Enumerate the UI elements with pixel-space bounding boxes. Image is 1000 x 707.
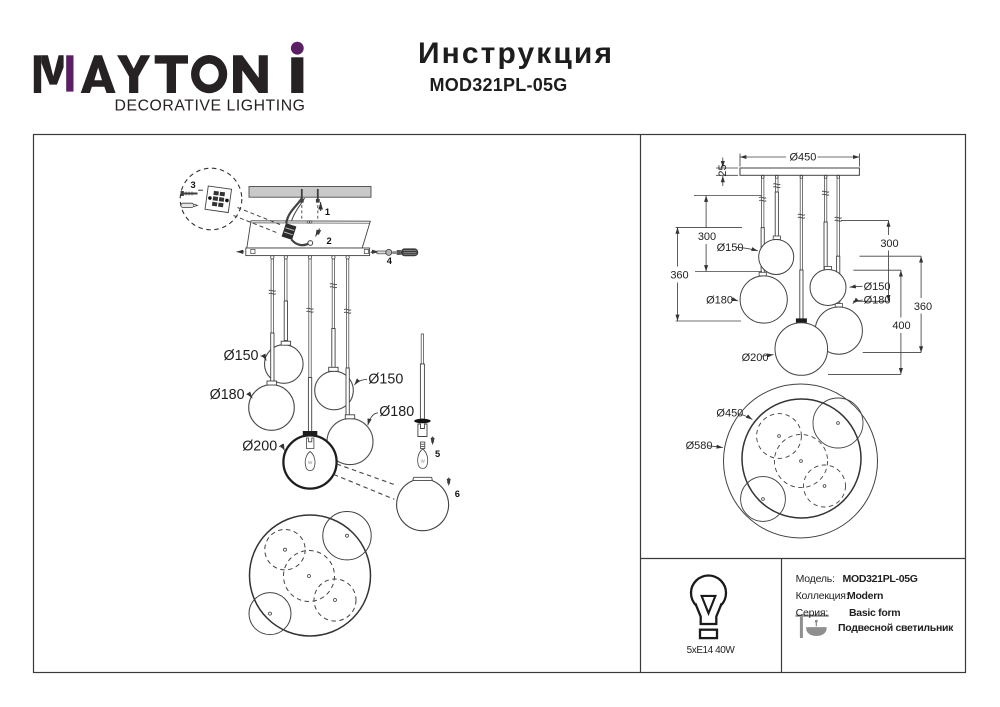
svg-text:400: 400 xyxy=(892,320,910,332)
svg-text:Подвесной светильник: Подвесной светильник xyxy=(838,622,954,634)
svg-text:5xE14 40W: 5xE14 40W xyxy=(687,645,736,656)
svg-text:2: 2 xyxy=(327,236,332,246)
svg-text:Ø200: Ø200 xyxy=(242,439,277,455)
svg-text:4: 4 xyxy=(387,256,393,266)
svg-text:Ø180: Ø180 xyxy=(379,404,414,420)
svg-text:Ø180: Ø180 xyxy=(864,295,891,307)
svg-text:W: W xyxy=(308,460,313,465)
svg-text:Коллекция:: Коллекция: xyxy=(796,590,849,602)
svg-text:Ø180: Ø180 xyxy=(210,387,245,403)
svg-text:DECORATIVE LIGHTING: DECORATIVE LIGHTING xyxy=(115,98,306,115)
svg-text:Modern: Modern xyxy=(847,590,883,602)
svg-text:25: 25 xyxy=(717,164,729,176)
svg-text:Серия:: Серия: xyxy=(796,607,829,619)
svg-text:Модель:: Модель: xyxy=(796,573,835,585)
svg-text:Ø150: Ø150 xyxy=(224,348,259,364)
svg-text:Ø450: Ø450 xyxy=(716,408,743,420)
svg-text:W: W xyxy=(421,459,426,464)
svg-text:Ø150: Ø150 xyxy=(368,372,403,388)
svg-text:360: 360 xyxy=(914,301,932,313)
svg-text:300: 300 xyxy=(698,231,716,243)
svg-text:Ø150: Ø150 xyxy=(864,281,891,293)
svg-text:Ø450: Ø450 xyxy=(790,151,817,163)
svg-text:300: 300 xyxy=(880,238,898,250)
svg-text:Ø180: Ø180 xyxy=(706,294,733,306)
svg-text:360: 360 xyxy=(670,269,688,281)
svg-text:Basic form: Basic form xyxy=(849,607,900,619)
svg-text:Ø200: Ø200 xyxy=(742,352,769,364)
svg-text:MOD321PL-05G: MOD321PL-05G xyxy=(843,573,918,585)
svg-text:3: 3 xyxy=(191,180,196,190)
svg-text:1: 1 xyxy=(325,207,330,217)
svg-text:5: 5 xyxy=(435,449,440,459)
svg-text:Ø580: Ø580 xyxy=(686,440,713,452)
svg-text:6: 6 xyxy=(455,489,460,499)
svg-text:Ø150: Ø150 xyxy=(717,242,744,254)
